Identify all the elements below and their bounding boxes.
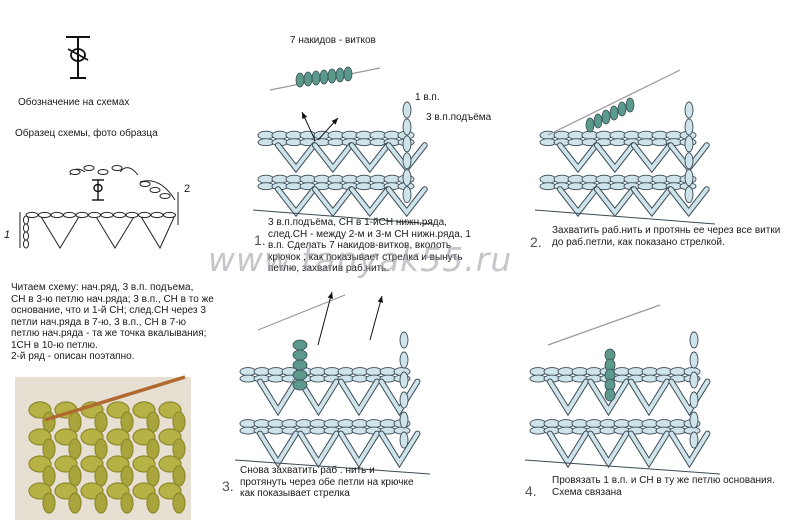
scheme-row-1-mark: 1: [4, 229, 11, 241]
step-1-label-ch: 1 в.п.: [415, 92, 440, 103]
legend-label: Обозначение на схемах: [18, 97, 130, 108]
step-1-number: 1.: [254, 232, 266, 248]
step-3-text: Снова захватить раб . нить и протянуть ч…: [240, 465, 414, 499]
watermark: www.tanyak55.ru: [208, 240, 513, 279]
step-4-text: Провязать 1 в.п. и СН в ту же петлю осно…: [552, 475, 775, 498]
step-4-number: 4.: [525, 483, 537, 499]
step-2-text: Захватить раб.нить и протянь ее через вс…: [552, 225, 781, 248]
step-1-label-wraps: 7 накидов - витков: [290, 35, 376, 46]
fabric-diagram: [234, 294, 431, 475]
step-3-number: 3.: [222, 478, 234, 494]
sample-label: Образец схемы, фото образца: [15, 128, 158, 139]
scheme-row-2-mark: 2: [184, 183, 191, 195]
step-1-text: 3 в.п.подъёма, СН в 1-йСН нижн.ряда, сле…: [268, 217, 471, 274]
fabric-diagram: [534, 69, 716, 225]
read-scheme-text: Читаем схему: нач.ряд, 3 в.п. подъема, С…: [11, 282, 214, 362]
step-2-number: 2.: [530, 234, 542, 250]
step-1-label-turning: 3 в.п.подъёма: [426, 112, 492, 123]
fabric-diagram: [524, 304, 721, 475]
fabric-diagram: [252, 66, 434, 225]
